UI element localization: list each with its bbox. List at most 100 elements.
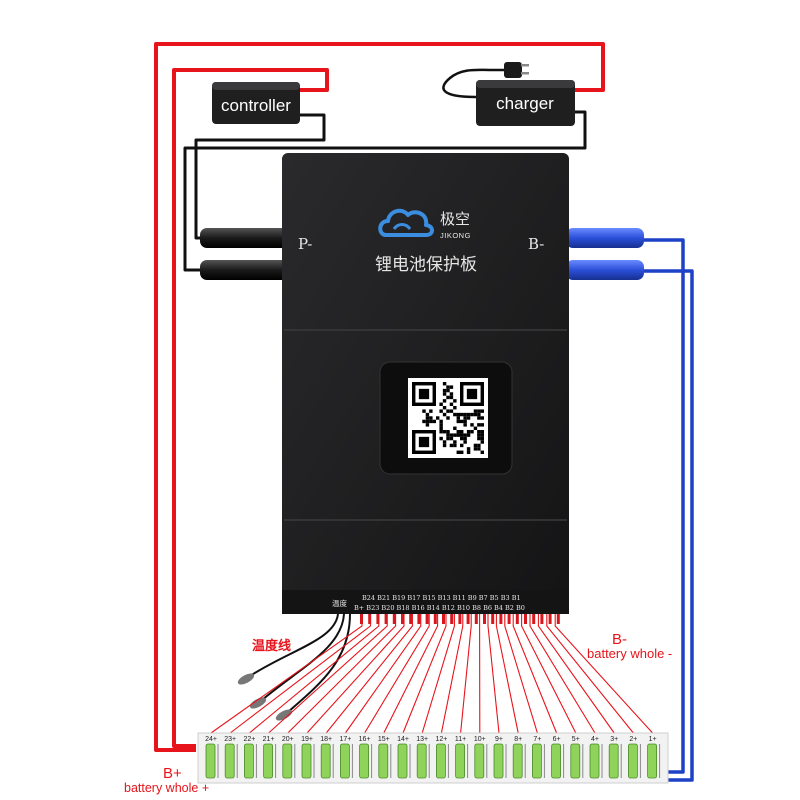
red-wire-charger [154, 42, 605, 752]
balance-wire [287, 614, 397, 734]
battery-cell-label: 4+ [591, 736, 599, 743]
b-minus-port-label: B- [528, 235, 544, 253]
blue-wire-top [640, 238, 685, 774]
p-minus-label: P- [298, 235, 312, 253]
battery-cell: 8+ [512, 736, 526, 779]
p-minus-cable-top [200, 228, 290, 248]
balance-connector-pin [433, 614, 437, 624]
p-minus-cable-bottom [200, 260, 290, 280]
balance-connector-pin [392, 614, 396, 624]
brand-en: JIKONG [440, 231, 471, 240]
battery-cell: 13+ [416, 736, 430, 779]
battery-cell: 1+ [647, 736, 661, 779]
battery-cell: 15+ [378, 736, 392, 779]
controller-box: controller [212, 82, 300, 124]
battery-cell-label: 7+ [533, 736, 541, 743]
controller-label: controller [221, 96, 291, 115]
battery-cell-label: 8+ [514, 736, 522, 743]
balance-wire [383, 614, 439, 734]
bms-board: 极空 JIKONG P- B- 锂电池保护板 温度 B24 B21 B19 B1… [282, 153, 569, 614]
balance-wire [460, 614, 472, 734]
battery-cell: 9+ [493, 736, 507, 779]
balance-wire [487, 614, 500, 734]
balance-connector-pin [442, 614, 445, 624]
balance-wire [504, 614, 538, 734]
battery-cell-label: 10+ [474, 736, 486, 743]
red-wire-controller [172, 68, 329, 748]
balance-connector-pin [401, 614, 404, 624]
battery-cell: 16+ [359, 736, 373, 779]
battery-cell: 24+ [205, 736, 219, 779]
balance-connector-pin [409, 614, 413, 624]
balance-connector-pin [548, 614, 552, 624]
balance-connector-pin [540, 614, 544, 624]
balance-connector-pin [507, 614, 511, 624]
battery-cell-label: 5+ [572, 736, 580, 743]
b-minus-label: B- [612, 631, 627, 648]
b-minus-cable-top [566, 228, 644, 248]
balance-connector-pin [425, 614, 429, 624]
black-wire-charger [183, 110, 587, 272]
battery-cell-label: 12+ [435, 736, 447, 743]
battery-cell: 18+ [320, 736, 334, 779]
battery-cell-label: 24+ [205, 736, 217, 743]
balance-connector-pin [417, 614, 421, 624]
balance-wire [402, 614, 447, 734]
battery-pack: 24+23+22+21+20+19+18+17+16+15+14+13+12+1… [197, 732, 669, 784]
battery-cell-label: 18+ [320, 736, 332, 743]
balance-wire [440, 614, 464, 734]
battery-cell-label: 19+ [301, 736, 313, 743]
b-plus-label: B+ [163, 765, 182, 782]
balance-connector-pin [384, 614, 388, 624]
balance-connector-pin [474, 614, 478, 624]
battery-cell: 14+ [397, 736, 411, 779]
battery-cell-label: 21+ [263, 736, 275, 743]
black-wire-controller [194, 113, 326, 240]
bms-title: 锂电池保护板 [375, 255, 477, 274]
temperature-sensor-wires [237, 613, 351, 721]
balance-wire [249, 614, 380, 734]
charger-plug-icon [504, 62, 529, 78]
battery-cell: 10+ [474, 736, 488, 779]
battery-cell: 4+ [589, 736, 603, 779]
balance-connector-pin [556, 614, 560, 624]
battery-cell: 19+ [301, 736, 315, 779]
brand-cn: 极空 [440, 211, 470, 228]
battery-cell: 17+ [339, 736, 353, 779]
battery-cell: 3+ [608, 736, 622, 779]
battery-cell-label: 9+ [495, 736, 503, 743]
balance-connector-pin [458, 614, 462, 624]
balance-connector-pin [532, 614, 536, 624]
balance-wire [554, 614, 654, 734]
balance-wire [495, 614, 519, 734]
bottom-pin-labels: B+ B23 B20 B18 B16 B14 B12 B10 B8 B6 B4 … [354, 604, 525, 612]
balance-wire [421, 614, 455, 734]
balance-connector-pin [466, 614, 470, 624]
battery-cell-label: 13+ [416, 736, 428, 743]
charger-label: charger [496, 94, 554, 113]
battery-cell: 2+ [628, 736, 641, 779]
battery-cell-label: 23+ [224, 736, 236, 743]
battery-cell-label: 11+ [455, 736, 466, 743]
balance-wire [546, 614, 634, 734]
battery-cell: 6+ [551, 736, 565, 779]
balance-connector-pin [491, 614, 495, 624]
balance-wire [344, 614, 422, 734]
balance-connector-pin [483, 614, 486, 624]
qr-code-pattern [412, 382, 484, 454]
balance-connector-pin [360, 614, 363, 624]
battery-cell-label: 14+ [397, 736, 409, 743]
top-pin-labels: B24 B21 B19 B17 B15 B13 B11 B9 B7 B5 B3 … [362, 594, 521, 602]
battery-cell: 7+ [532, 736, 545, 779]
blue-wire-bottom [640, 269, 694, 782]
balance-wire [537, 614, 615, 734]
b-minus-cable-bottom [566, 260, 644, 280]
battery-cell-label: 1+ [649, 736, 657, 743]
charger-plug-cable [442, 68, 505, 99]
battery-whole-plus-label: battery whole + [124, 781, 209, 795]
balance-connector-pin [368, 614, 372, 624]
balance-connector-pin [524, 614, 527, 624]
balance-wires [210, 614, 654, 734]
battery-cell: 12+ [435, 736, 449, 779]
